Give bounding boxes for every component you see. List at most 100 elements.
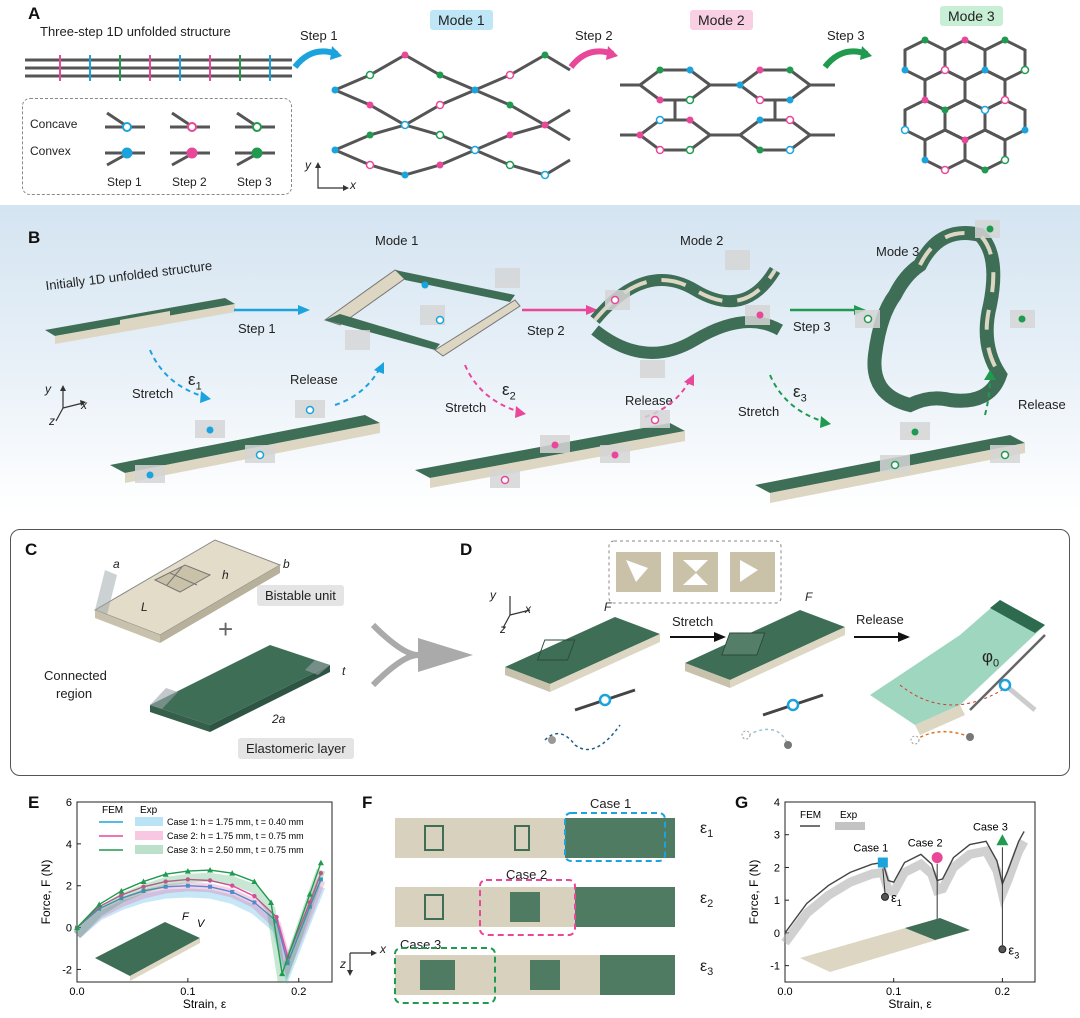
panel-a-step2: Step 2 (575, 28, 613, 43)
legend-band (135, 845, 163, 854)
data-point (119, 892, 124, 898)
axis-label-z-f: z (340, 957, 346, 971)
y-tick-label: -1 (770, 961, 780, 973)
legend-concave-label: Concave (30, 117, 78, 131)
sheet-initial-d (505, 617, 660, 692)
panel-label-a: A (28, 4, 41, 23)
phi-symbol: φ (982, 647, 994, 666)
data-point (118, 887, 125, 894)
y-tick-label: 4 (774, 797, 780, 809)
legend-exp-band (835, 822, 865, 830)
f-eps1: ε1 (700, 820, 713, 840)
x-axis-label: Strain, ε (183, 997, 227, 1011)
stretched-strip-b1 (110, 400, 380, 483)
data-point (252, 900, 257, 905)
unfolded-strip-a (25, 55, 292, 81)
data-point (230, 890, 235, 894)
eps3-symbol: ε (793, 382, 801, 401)
mode1-structure-b (323, 268, 521, 357)
data-point (141, 888, 146, 893)
panel-a-mode1: Mode 1 (430, 10, 493, 30)
f-eps2: ε2 (700, 890, 713, 910)
arrow-step3-icon (822, 46, 872, 69)
marker-case-1 (877, 857, 888, 868)
force-label-d1: F (604, 600, 612, 614)
panel-b-release3: Release (1018, 397, 1066, 412)
exp-band-1 (74, 885, 326, 985)
mode2-lattice-a (620, 66, 835, 155)
f-eps1-subscript: 1 (707, 828, 714, 841)
axis-label-x-f: x (380, 942, 386, 956)
data-point (184, 868, 191, 874)
force-label-d2: F (805, 590, 813, 604)
hinge-diagram-d2 (741, 693, 824, 749)
legend-exp-header: Exp (140, 805, 158, 816)
x-axis-label: Strain, ε (888, 997, 932, 1011)
panel-b-stretch1: Stretch (132, 386, 174, 401)
panel-label-f: F (362, 793, 373, 812)
legend-step1: Step 1 (107, 175, 142, 189)
exp-band-3 (73, 868, 326, 983)
marker-case-3 (996, 834, 1009, 846)
arrow-stretch-d-icon (670, 632, 726, 642)
release-label-d: Release (856, 612, 904, 627)
endpoint-label: ε1 (891, 890, 902, 908)
legend-step3: Step 3 (237, 175, 272, 189)
dashed-arrow-release2-icon (644, 374, 694, 418)
data-point (274, 914, 279, 920)
axis-label-z-d: z (500, 622, 506, 636)
region-label: region (56, 686, 93, 701)
inset-strip-green (905, 918, 970, 940)
y-tick-label: 0 (66, 923, 72, 935)
data-point (307, 900, 313, 905)
panel-a-step1: Step 1 (300, 28, 338, 43)
dashed-arrow-release1-icon (334, 362, 384, 406)
data-point (185, 883, 190, 888)
y-axis-label: Force, F (N) (39, 860, 53, 925)
stretched-strip-b3 (755, 422, 1025, 503)
legend-fem-header: FEM (800, 810, 821, 821)
data-point (268, 899, 275, 905)
dim-h-label: h (222, 568, 229, 582)
exp-band (781, 839, 1029, 946)
marker-case-2 (931, 852, 943, 864)
dashed-arrow-stretch3-icon (769, 374, 831, 428)
panel-a-step3: Step 3 (827, 28, 865, 43)
data-point (318, 870, 324, 876)
x-tick-label: 0.1 (180, 986, 195, 998)
panel-b-mode3: Mode 3 (876, 244, 920, 259)
exp-band-2 (73, 878, 326, 979)
case2-label-f: Case 2 (506, 867, 548, 882)
plot-frame (76, 801, 333, 983)
data-point (162, 871, 169, 877)
data-point (252, 893, 257, 899)
panel-a-title: Three-step 1D unfolded structure (40, 24, 231, 39)
data-point (230, 883, 235, 888)
legend-entry: Case 1: h = 1.75 mm, t = 0.40 mm (167, 817, 304, 827)
mode2-structure-b (590, 250, 783, 378)
dashed-arrow-stretch1-icon (149, 349, 211, 403)
axis-label-z-b: z (49, 414, 55, 428)
inset-v-label: V (197, 918, 206, 930)
eps3-subscript: 3 (800, 392, 807, 405)
panel-b-eps3: ε3 (793, 382, 807, 404)
panel-label-c: C (25, 540, 38, 559)
data-point (207, 867, 214, 873)
x-tick-label: 0.0 (777, 986, 792, 998)
eps1-subscript: 1 (195, 380, 202, 393)
legend-exp-header: Exp (840, 810, 858, 821)
f-eps3: ε3 (700, 958, 713, 978)
data-point (251, 878, 258, 885)
inset-strip-edge (130, 938, 200, 981)
legend-fem-header: FEM (102, 805, 123, 816)
panel-b-mode2: Mode 2 (680, 233, 724, 248)
panel-a-legend-box (22, 98, 292, 195)
y-tick-label: -2 (62, 964, 72, 976)
arrow-b-step1-icon (234, 305, 310, 315)
inset-strip (95, 922, 200, 976)
panel-b-eps1: ε1 (188, 370, 202, 392)
dim-L-label: L (141, 600, 148, 614)
data-point (163, 879, 168, 884)
connected-label: Connected (44, 668, 107, 683)
legend-convex-label: Convex (30, 144, 71, 158)
